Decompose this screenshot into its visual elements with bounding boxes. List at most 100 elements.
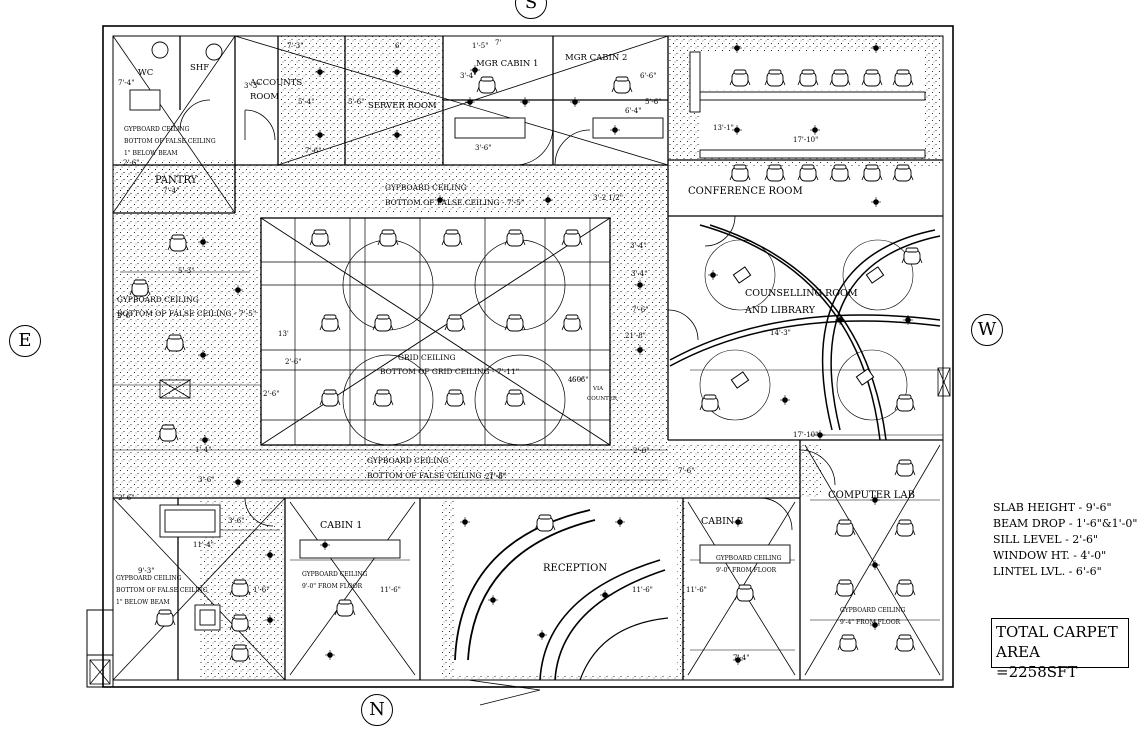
ceiling-note: GYPBOARD CEILING — [302, 571, 368, 578]
dim: 3'-6" — [198, 476, 214, 484]
ceiling-note: BOTTOM OF FALSE CEILING - 7'-5" — [367, 471, 506, 480]
wc-label: WC — [138, 68, 153, 78]
dim: 7'-6" — [305, 147, 321, 155]
ceiling-note: GYPBOARD CEILING — [116, 575, 182, 582]
dim: 1'-6" — [253, 586, 269, 594]
dim: 2'-6" — [263, 390, 279, 398]
note-slab-height: SLAB HEIGHT - 9'-6" — [993, 501, 1112, 514]
ceiling-note: BOTTOM OF FALSE CEILING - 7'-5" — [385, 198, 524, 207]
dim: 7' — [495, 39, 501, 47]
ceiling-note: 9'-0" FROM FLOOR — [716, 567, 777, 574]
note-lintel-level: LINTEL LVL. - 6'-6" — [993, 565, 1102, 578]
total-carpet-area-box: TOTAL CARPET AREA =2258SFT — [991, 618, 1129, 681]
dim: 11'-6" — [686, 586, 707, 594]
conference-room-label: CONFERENCE ROOM — [688, 186, 803, 197]
dim: 6'-6" — [640, 72, 656, 80]
dim: 21'-6" — [485, 473, 506, 481]
dim: 6'-6" — [572, 376, 588, 384]
doors — [89, 99, 951, 685]
ceiling-note: BOTTOM OF GRID CEILING - 7'-11" — [380, 367, 519, 376]
note-window-height: WINDOW HT. - 4'-0" — [993, 549, 1107, 562]
dim: 7'-6" — [632, 306, 648, 314]
dimensions: 7'-3" 6' 7' 1'-5" 3'-4" 6'-6" 5'-6" 5'-4… — [117, 39, 818, 662]
dim: 17'-10" — [793, 136, 818, 144]
dim: 11'-4" — [193, 541, 214, 549]
ceiling-note: GYPBOARD CEILING — [716, 555, 782, 562]
ceiling-note: GYPBOARD CEILING — [367, 456, 449, 465]
dim: 3'-4" — [460, 72, 476, 80]
dim: 13'-1" — [713, 124, 734, 132]
carpet-line-2: AREA =2258SFT — [996, 643, 1078, 681]
counter-note: COUNTER — [587, 396, 618, 402]
dim: 1'-4" — [195, 446, 211, 454]
ceiling-note: GYPBOARD CEILING — [124, 126, 190, 133]
ceiling-note: BOTTOM OF FALSE CEILING — [124, 138, 216, 145]
dim: 3'-2 1/2" — [593, 194, 623, 202]
ceiling-note: 1" BELOW BEAM — [124, 150, 178, 157]
ceiling-note: GYPBOARD CEILING — [385, 183, 467, 192]
dim: 7'-4" — [118, 79, 134, 87]
carpet-line-1: TOTAL CARPET — [996, 623, 1118, 641]
compass-west: W — [971, 314, 1003, 346]
library-label: AND LIBRARY — [744, 305, 816, 316]
dim: 2'-6" — [117, 312, 133, 320]
shf-label: SHF — [190, 63, 209, 73]
specification-notes: SLAB HEIGHT - 9'-6" BEAM DROP - 1'-6"&1'… — [993, 500, 1137, 580]
dim: 7'-3" — [287, 42, 303, 50]
reception-curves — [454, 509, 669, 706]
interior-walls — [113, 36, 943, 680]
compass-east: E — [9, 325, 41, 357]
ceiling-note: 1" BELOW BEAM — [116, 599, 170, 606]
counter-note: VIA — [592, 386, 604, 392]
dim: 3'-3" — [244, 82, 260, 90]
dim: 6' — [395, 42, 401, 50]
ceiling-note: GRID CEILING — [398, 353, 456, 362]
dim: 2'-6" — [285, 358, 301, 366]
dim: 5'-3" — [178, 267, 194, 275]
dim: 11'-6" — [380, 586, 401, 594]
dim: 14'-3" — [770, 329, 791, 337]
dim: 6'-4" — [625, 107, 641, 115]
dim: 3'-4" — [631, 270, 647, 278]
dim: 7'-4" — [733, 654, 749, 662]
pantry-label: PANTRY — [155, 175, 198, 186]
dim: 7'-6" — [678, 467, 694, 475]
mgr-cabin-2-label: MGR CABIN 2 — [565, 53, 627, 63]
computer-lab-label: COMPUTER LAB — [828, 490, 915, 501]
dim: 1'-5" — [472, 42, 488, 50]
dim: 2'-6" — [123, 159, 139, 167]
compass-south: S — [515, 0, 547, 19]
ceiling-note: GYPBOARD CEILING — [840, 607, 906, 614]
compass-north: N — [361, 694, 393, 726]
accounts-label: ACCOUNTS — [249, 78, 302, 88]
dim: 5'-6" — [645, 98, 661, 106]
dim: 17'-10" — [793, 431, 818, 439]
accounts-label-2: ROOM — [250, 92, 279, 102]
mgr-cabin-1-label: MGR CABIN 1 — [476, 59, 538, 69]
dim: 13' — [278, 330, 289, 338]
note-sill-level: SILL LEVEL - 2'-6" — [993, 533, 1099, 546]
counselling-room-label: COUNSELLING ROOM — [745, 288, 858, 299]
ceiling-note: BOTTOM OF FALSE CEILING — [116, 587, 208, 594]
conference-furniture — [689, 51, 926, 182]
dim: 2'-6" — [633, 447, 649, 455]
reception-label: RECEPTION — [543, 563, 607, 574]
counselling-arcs — [669, 224, 941, 441]
dim: 11'-6" — [632, 586, 653, 594]
grid-ceiling — [260, 217, 611, 446]
ceiling-note: 9'-0" FROM FLOOR — [302, 583, 363, 590]
note-beam-drop: BEAM DROP - 1'-6"&1'-0" — [993, 517, 1138, 530]
cabin-1-label: CABIN 1 — [320, 520, 362, 531]
dim: 4'-0" — [568, 376, 584, 384]
dim: 3'-6" — [228, 517, 244, 525]
ceiling-note: GYPBOARD CEILING — [117, 295, 199, 304]
ceiling-note: BOTTOM OF FALSE CEILING - 7'-5" — [117, 309, 256, 318]
cabin-2-label: CABIN 2 — [701, 516, 743, 527]
dim: 3'-6" — [475, 144, 491, 152]
dim: 2'-6" — [118, 494, 134, 502]
dim: 21'-8" — [625, 332, 646, 340]
dim: 7'-4" — [163, 187, 179, 195]
ceiling-note: 9'-4" FROM FLOOR — [840, 619, 901, 626]
outer-walls — [86, 25, 954, 688]
